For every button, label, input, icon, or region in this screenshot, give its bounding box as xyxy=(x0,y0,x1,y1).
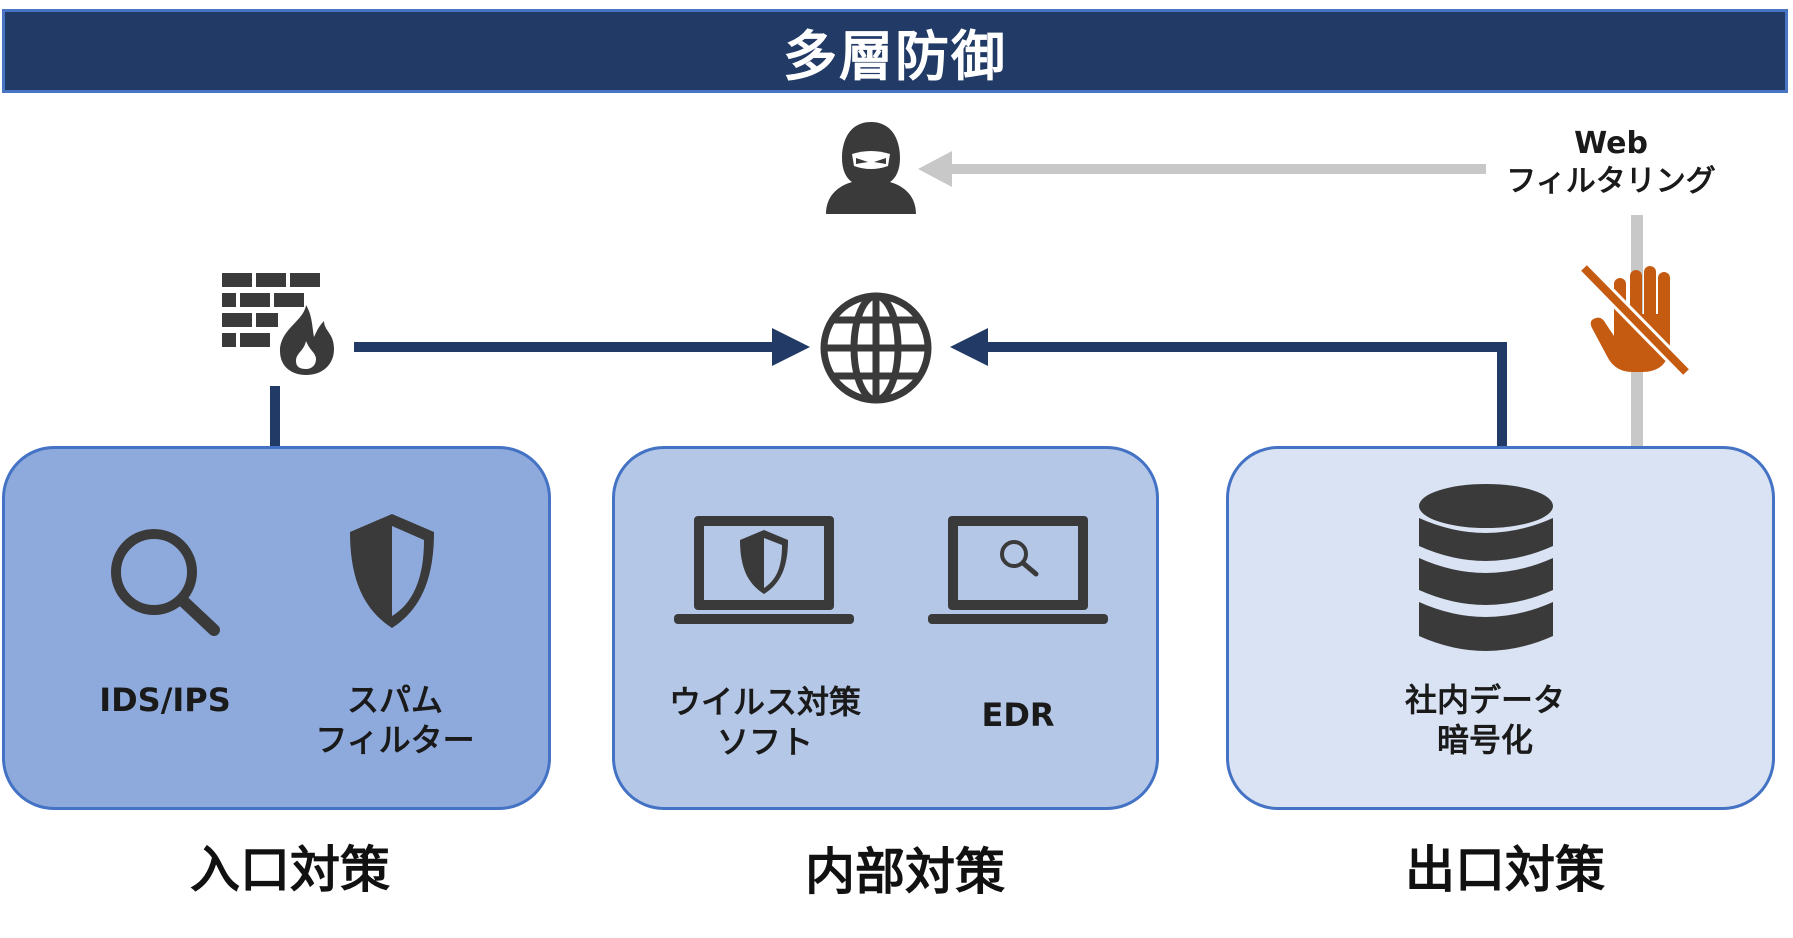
laptop-shield-icon xyxy=(674,516,854,624)
spam-filter-line2: フィルター xyxy=(315,721,475,759)
laptop-search-icon xyxy=(928,516,1108,624)
exit-caption: 出口対策 xyxy=(1405,841,1605,899)
ids-ips-label: IDS/IPS xyxy=(60,680,270,720)
entry-caption: 入口対策 xyxy=(190,841,390,899)
spam-filter-label: スパム フィルター xyxy=(290,680,500,760)
data-encryption-label: 社内データ 暗号化 xyxy=(1360,680,1610,760)
blocked-arrowhead xyxy=(918,151,952,187)
edr-text: EDR xyxy=(981,696,1055,734)
entry-arrowhead xyxy=(772,328,810,366)
ids-ips-text: IDS/IPS xyxy=(99,681,231,719)
database-icon xyxy=(1419,484,1553,651)
spam-filter-line1: スパム xyxy=(346,681,443,719)
shield-icon xyxy=(350,514,434,628)
exit-connector xyxy=(984,342,1507,446)
search-icon xyxy=(111,529,220,636)
web-filter-label: Web フィルタリング xyxy=(1486,125,1736,201)
web-filter-line1: Web xyxy=(1574,126,1648,161)
exit-arrowhead xyxy=(950,328,988,366)
data-encryption-line1: 社内データ xyxy=(1404,681,1565,719)
title-banner: 多層防御 xyxy=(2,9,1788,93)
firewall-icon xyxy=(222,273,334,375)
antivirus-line2: ソフト xyxy=(716,723,813,761)
hacker-icon xyxy=(826,122,916,214)
antivirus-line1: ウイルス対策 xyxy=(668,683,861,721)
page-title: 多層防御 xyxy=(783,24,1007,88)
internal-measures-box xyxy=(612,446,1159,810)
antivirus-label: ウイルス対策 ソフト xyxy=(640,682,890,762)
data-encryption-line2: 暗号化 xyxy=(1436,721,1533,759)
block-hand-icon xyxy=(1579,263,1690,377)
entry-measures-box xyxy=(2,446,551,810)
internet-globe-icon xyxy=(820,292,932,404)
web-filter-line2: フィルタリング xyxy=(1506,164,1716,199)
edr-label: EDR xyxy=(918,695,1118,735)
internal-caption: 内部対策 xyxy=(805,843,1005,901)
